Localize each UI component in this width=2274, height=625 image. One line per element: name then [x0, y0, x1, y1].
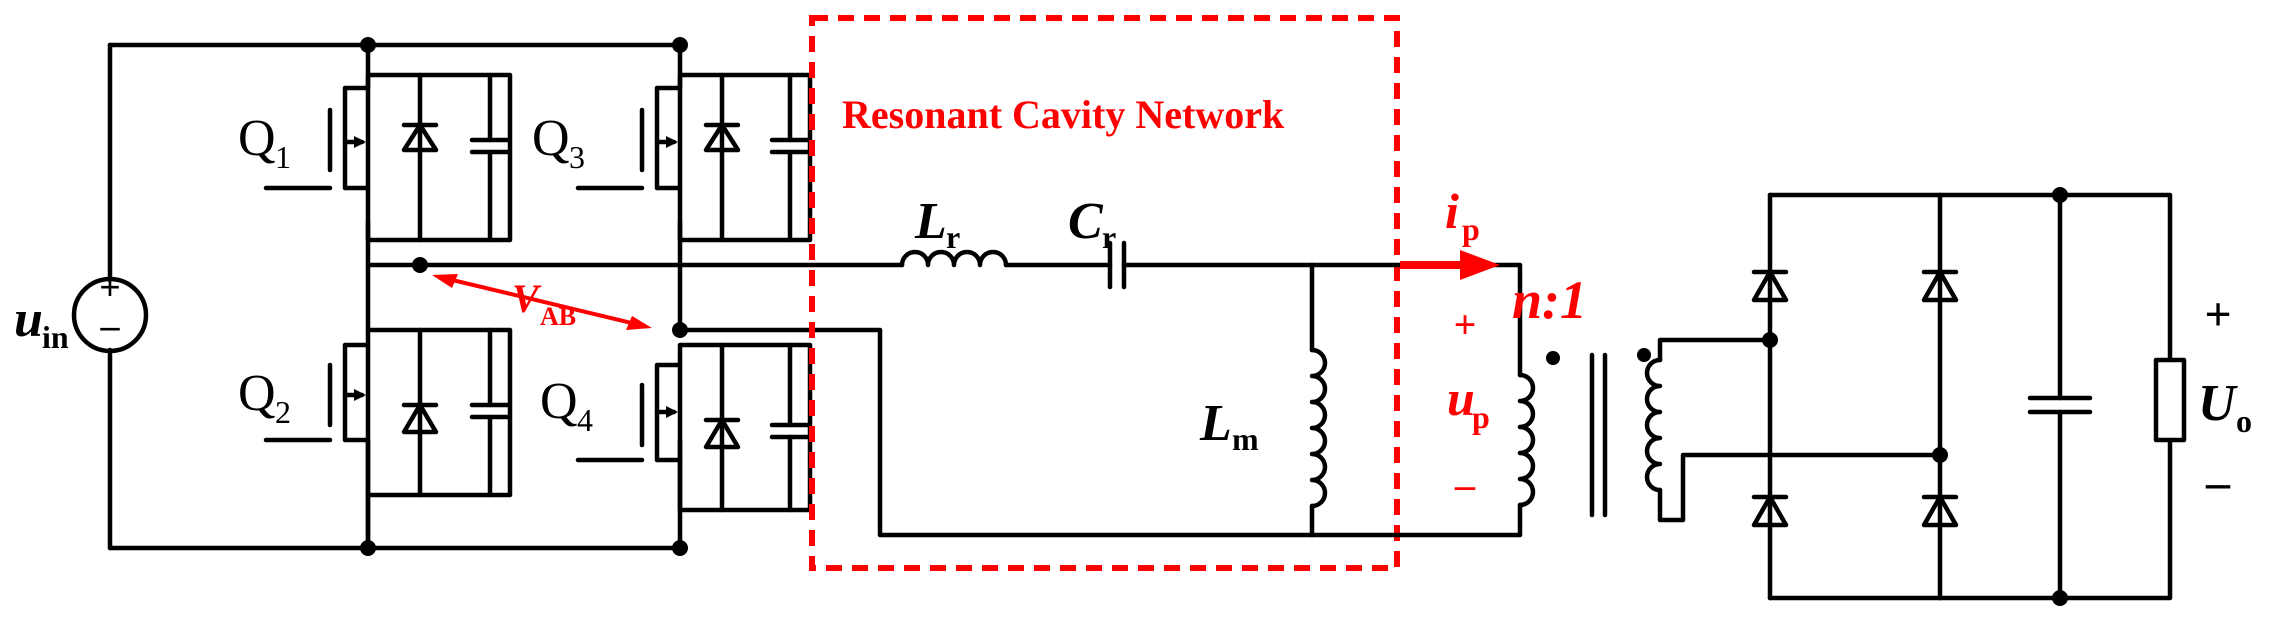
transformer: n:1: [1512, 270, 1943, 523]
source-minus: –: [100, 305, 121, 347]
q3-label: Q: [532, 110, 570, 167]
up-plus: +: [1454, 302, 1477, 347]
right-bridge-leg: Q 3 Q 4: [532, 42, 813, 551]
output-plus: +: [2204, 288, 2231, 341]
q2-label: Q: [238, 365, 276, 422]
output-label: U: [2198, 375, 2238, 432]
output-rectifier: [1751, 187, 2068, 606]
q4-label-sub: 4: [577, 402, 593, 438]
cr-label: C: [1068, 193, 1104, 250]
up-label: u: [1447, 370, 1475, 426]
lm-label-sub: m: [1232, 421, 1259, 457]
resonant-cavity-box: [809, 15, 1400, 571]
q1-label-sub: 1: [275, 139, 291, 175]
q4-label: Q: [540, 373, 578, 430]
lm-label: L: [1199, 395, 1232, 452]
ip-label-sub: p: [1462, 211, 1480, 247]
primary-side: i p + u p –: [1309, 183, 1523, 538]
q3-label-sub: 3: [569, 139, 585, 175]
up-label-sub: p: [1472, 399, 1490, 435]
switch-q1: Q 1: [238, 72, 513, 243]
resonant-tank: L r C r L m: [417, 193, 1328, 538]
up-minus: –: [1454, 462, 1476, 507]
source-label-sub: in: [42, 319, 69, 355]
ip-label: i: [1445, 183, 1459, 239]
resonant-cavity-label: Resonant Cavity Network: [842, 92, 1285, 137]
left-bridge-leg: Q 1 Q 2: [238, 42, 513, 551]
vab-indicator: V AB: [432, 274, 652, 331]
output-filter: + U o –: [1937, 192, 2252, 601]
output-label-sub: o: [2236, 403, 2252, 439]
cr-label-sub: r: [1102, 219, 1116, 255]
turns-ratio: n:1: [1512, 270, 1587, 330]
input-voltage-source: + – u in: [14, 42, 149, 551]
lr-label: L: [914, 193, 947, 250]
switch-q2: Q 2: [238, 327, 513, 498]
switch-q3: Q 3: [532, 72, 813, 243]
q2-label-sub: 2: [275, 394, 291, 430]
source-label: u: [14, 291, 43, 348]
source-plus: +: [99, 267, 121, 309]
switch-q4: Q 4: [540, 342, 813, 513]
load-resistor: [2153, 357, 2187, 443]
vab-label-sub: AB: [540, 302, 576, 331]
output-minus: –: [2205, 456, 2231, 509]
dc-rails: [107, 37, 688, 556]
lr-label-sub: r: [946, 219, 960, 255]
q1-label: Q: [238, 110, 276, 167]
vab-label: V: [512, 276, 542, 321]
